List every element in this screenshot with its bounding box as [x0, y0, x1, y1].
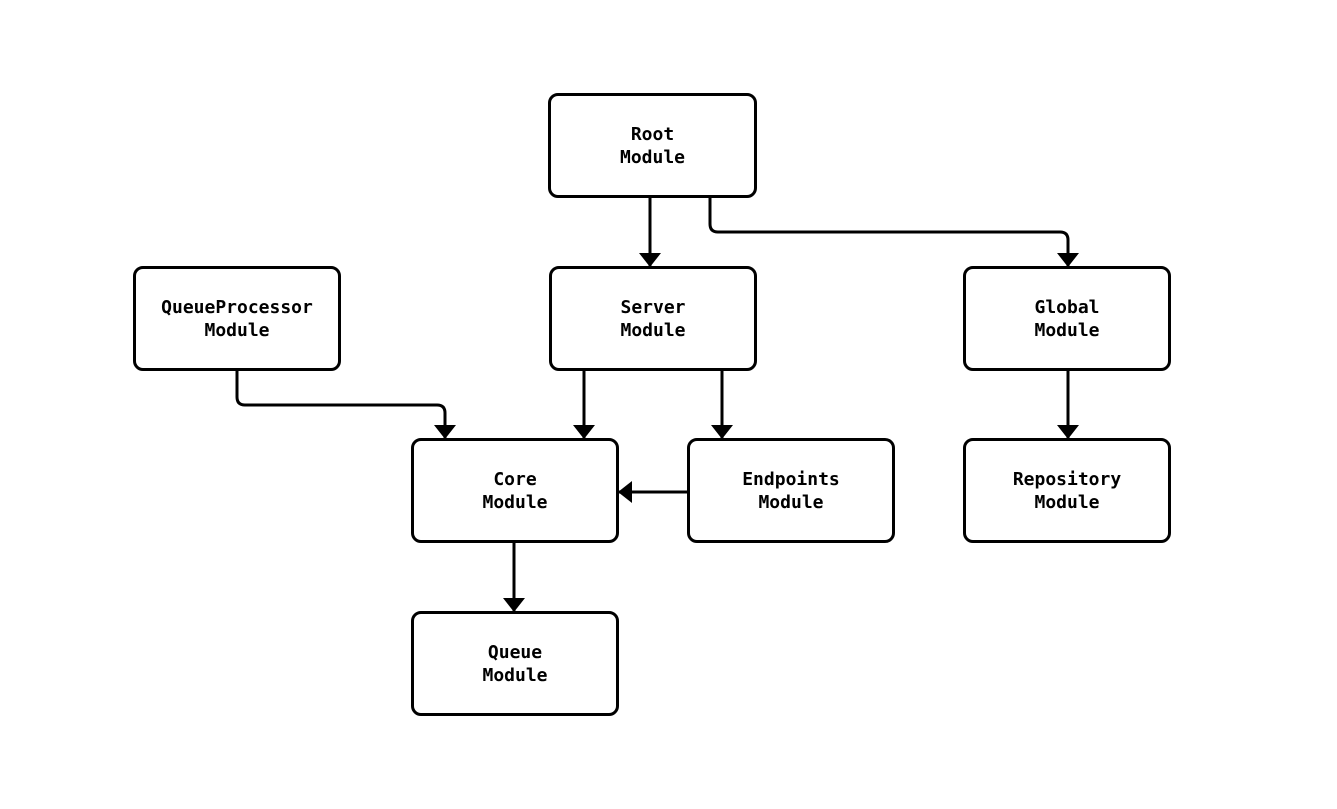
- edge-root-to-global: [708, 196, 1079, 268]
- node-label: QueueProcessor Module: [161, 296, 313, 341]
- node-label: Global Module: [1034, 296, 1100, 341]
- node-endpoints-module: Endpoints Module: [687, 438, 895, 543]
- node-repository-module: Repository Module: [963, 438, 1171, 543]
- node-label: Endpoints Module: [742, 468, 840, 513]
- node-label: Queue Module: [482, 641, 548, 686]
- node-core-module: Core Module: [411, 438, 619, 543]
- node-queue-module: Queue Module: [411, 611, 619, 716]
- node-label: Root Module: [619, 123, 686, 168]
- edge-queueprocessor-to-core: [235, 369, 456, 440]
- node-queueprocessor-module: QueueProcessor Module: [133, 266, 341, 371]
- diagram-edges: [235, 196, 1079, 613]
- node-label: Repository Module: [1012, 468, 1122, 513]
- node-root-module: Root Module: [548, 93, 757, 198]
- node-label: Server Module: [620, 296, 686, 341]
- node-global-module: Global Module: [963, 266, 1171, 371]
- node-server-module: Server Module: [549, 266, 757, 371]
- node-label: Core Module: [482, 468, 548, 513]
